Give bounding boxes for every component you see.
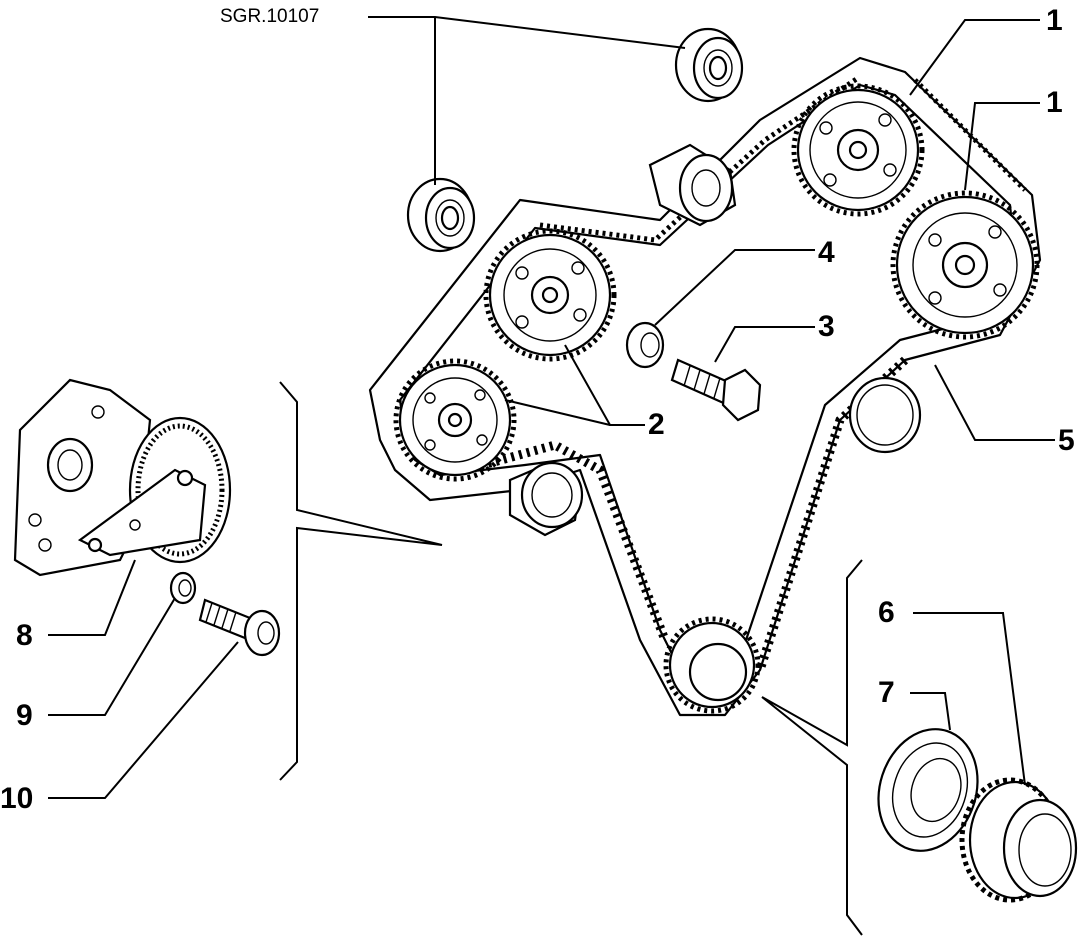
right-camshaft-pulley [890, 190, 1040, 340]
idler-roller-upper [648, 143, 737, 227]
bolt-part-3 [670, 358, 762, 422]
belt-tensioner-part-8 [13, 378, 232, 577]
washer-part-4 [625, 321, 665, 369]
leader-lines [48, 16, 1055, 799]
idler-roller-lower [508, 461, 584, 537]
callout-10: 10 [0, 782, 33, 815]
left-assembly-bracket [279, 381, 443, 781]
plate-part-7 [877, 728, 979, 852]
reference-code-label: SGR.10107 [220, 6, 319, 27]
screw-part-10 [198, 598, 281, 657]
callout-5: 5 [1058, 424, 1075, 457]
washer-part-9 [169, 571, 197, 605]
callout-8: 8 [16, 619, 33, 652]
callout-6: 6 [878, 596, 895, 629]
bearing-lower [406, 177, 476, 253]
middle-camshaft-pulley [483, 228, 617, 362]
callout-1-right: 1 [1046, 86, 1063, 119]
callout-3: 3 [818, 310, 835, 343]
callout-1-upper: 1 [1046, 4, 1063, 37]
left-camshaft-pulley [393, 358, 517, 482]
callout-9: 9 [16, 699, 33, 732]
callout-7: 7 [878, 676, 895, 709]
crankshaft-pulley [663, 616, 761, 714]
bearing-upper [674, 27, 744, 103]
sprocket-part-6 [959, 777, 1078, 903]
idler-roller-right [848, 376, 922, 454]
callout-2: 2 [648, 408, 665, 441]
upper-right-camshaft-pulley [791, 83, 925, 217]
right-assembly-bracket [761, 559, 863, 936]
callout-4: 4 [818, 236, 835, 269]
